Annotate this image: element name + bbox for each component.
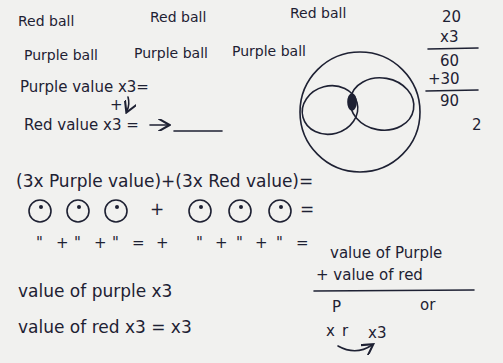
handwritten-label: ": [276, 234, 283, 252]
handwritten-label: =: [132, 234, 145, 252]
handwritten-label: =: [300, 200, 314, 218]
ball-circle: [269, 200, 291, 222]
curved-arrow: [338, 345, 372, 351]
handwritten-label: Purple ball: [134, 44, 208, 62]
handwritten-label: ": [112, 234, 119, 252]
handwritten-label: +: [56, 234, 69, 252]
handwritten-label: r: [342, 322, 348, 340]
handwritten-label: value of Purple: [330, 244, 442, 262]
handwritten-label: =: [296, 234, 309, 252]
handwritten-label: +: [255, 234, 268, 252]
ink-blob: [348, 94, 356, 110]
handwritten-label: ": [196, 234, 203, 252]
handwritten-label: P: [332, 298, 341, 316]
handwritten-label: 60: [440, 52, 459, 70]
handwritten-label: ": [74, 234, 81, 252]
sum-line: [428, 48, 478, 49]
handwritten-label: + value of red: [316, 266, 423, 284]
loop: [346, 73, 418, 135]
handwritten-label: ": [36, 234, 43, 252]
handwritten-label: Red ball: [18, 12, 74, 30]
handwritten-label: +30: [428, 70, 460, 88]
handwritten-label: +: [156, 234, 169, 252]
handwritten-label: or: [420, 296, 435, 314]
handwritten-label: 2: [472, 116, 482, 134]
handwritten-label: Purple value x3=: [20, 78, 149, 96]
loop: [297, 80, 364, 141]
circle-drawing: [300, 52, 420, 172]
down-arrow: [127, 97, 129, 111]
fraction-line: [314, 290, 474, 291]
handwritten-label: Red value x3 =: [24, 116, 139, 134]
handwritten-label: 20: [442, 8, 461, 26]
handwritten-label: +: [110, 96, 123, 114]
ball-circle: [105, 200, 127, 222]
handwritten-label: Red ball: [150, 8, 206, 26]
handwritten-label: x3: [368, 324, 386, 342]
handwritten-label: Purple ball: [24, 46, 98, 64]
handwritten-label: x3: [440, 28, 458, 46]
handwritten-label: 90: [440, 92, 459, 110]
handwritten-label: +: [94, 234, 107, 252]
handwritten-label: +: [215, 234, 228, 252]
right-arrow: [150, 124, 168, 126]
handwritten-label: Red ball: [290, 4, 346, 22]
handwritten-label: +: [150, 200, 164, 218]
handwritten-label: Purple ball: [232, 42, 306, 60]
ball-circle: [229, 200, 251, 222]
handwritten-label: x: [326, 322, 335, 340]
ball-circle: [189, 200, 211, 222]
ball-circle: [67, 200, 89, 222]
handwritten-label: value of red x3 = x3: [18, 318, 192, 336]
ball-circle: [29, 200, 51, 222]
handwritten-label: value of purple x3: [18, 282, 172, 300]
sum-line: [426, 90, 478, 91]
handwritten-label: ": [236, 234, 243, 252]
blank-line: [174, 130, 222, 132]
handwritten-label: (3x Purple value)+(3x Red value)=: [16, 172, 313, 190]
